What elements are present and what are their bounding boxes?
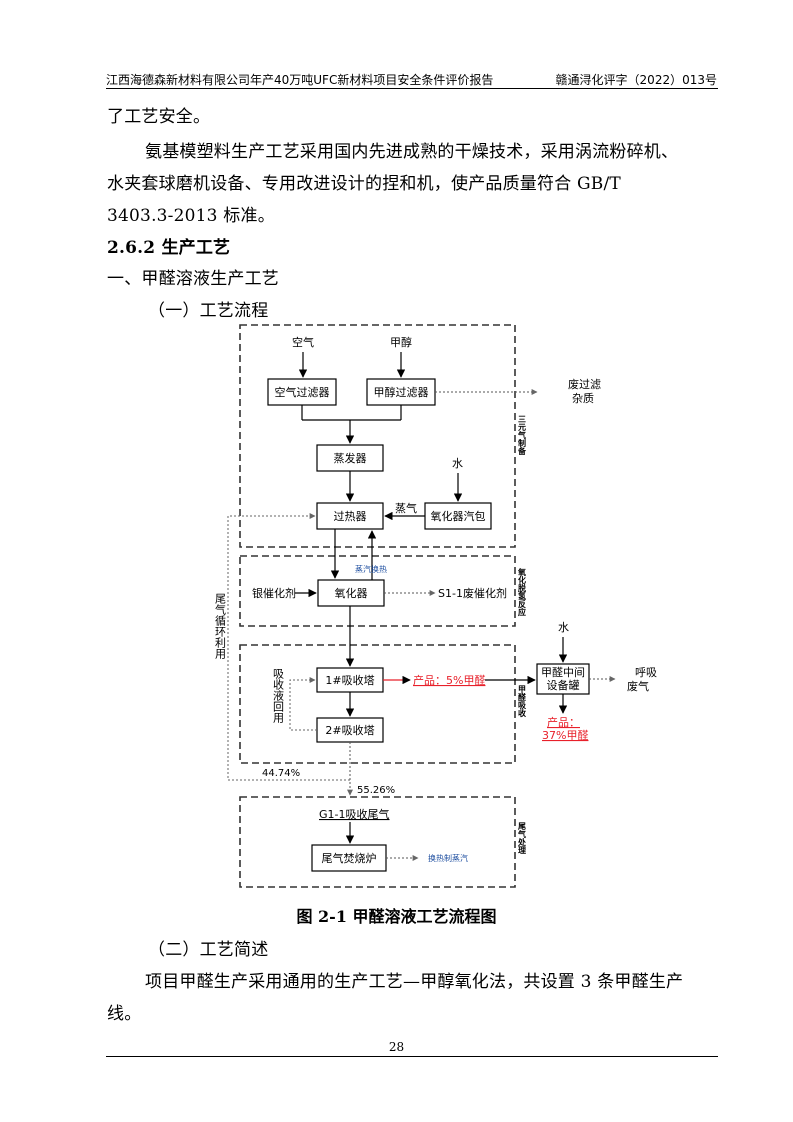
waste-impurity-label-2: 杂质 [572, 392, 594, 405]
subheading-3: （二）工艺简述 [148, 940, 269, 960]
tail-gas-label: G1-1吸收尾气 [319, 807, 390, 821]
body-line-1: 了工艺安全。 [107, 107, 211, 127]
mid-tank-label-1: 甲醛中间 [541, 665, 585, 679]
absorb-recycle-label: 吸收液回用 [272, 668, 285, 724]
subheading-1: 一、甲醛溶液生产工艺 [107, 269, 279, 289]
input-air: 空气 [292, 335, 314, 349]
header-doc-number: 赣通浔化评字（2022）013号 [555, 73, 717, 87]
mid-tank-label-2: 设备罐 [547, 678, 580, 692]
breath-gas-label-2: 废气 [627, 679, 649, 693]
methanol-filter-label: 甲醇过滤器 [374, 385, 429, 399]
superheater-label: 过热器 [334, 510, 367, 523]
zone-label-3: 甲醛吸收 [517, 685, 527, 718]
body-para-1: 项目甲醛生产采用通用的生产工艺—甲醇氧化法，共设置 3 条甲醛生产 [145, 972, 684, 992]
header-title: 江西海德森新材料有限公司年产40万吨UFC新材料项目安全条件评价报告 [106, 73, 494, 87]
figure-caption: 图 2-1 甲醛溶液工艺流程图 [296, 907, 497, 926]
zone-box-2 [239, 555, 516, 627]
zone-box-4 [239, 796, 516, 888]
steam-heat-label: 蒸汽换热 [355, 564, 387, 574]
page-number: 28 [388, 1040, 405, 1054]
zone-box-3 [239, 644, 516, 764]
tower2-label: 2#吸收塔 [325, 723, 374, 737]
breath-gas-label-1: 呼吸 [635, 666, 657, 679]
evaporator-label: 蒸发器 [334, 451, 367, 465]
zone-label-2: 氧化脱氢反应 [518, 567, 527, 617]
tower1-label: 1#吸收塔 [325, 673, 374, 687]
steam-label: 蒸气 [395, 501, 417, 515]
silver-catalyst-label: 银催化剂 [252, 586, 296, 600]
waste-impurity-label-1: 废过滤 [568, 377, 601, 391]
input-water-2: 水 [558, 621, 569, 634]
air-filter-box [267, 378, 337, 406]
body-line-3: 水夹套球磨机设备、专用改进设计的捏和机，使产品质量符合 GB/T [107, 174, 621, 194]
waste-catalyst-label: S1-1废催化剂 [438, 586, 507, 600]
input-water-1: 水 [452, 457, 463, 470]
pct-tail-label: 55.26% [357, 785, 395, 796]
product-37pct-label-2: 37%甲醛 [542, 728, 588, 742]
product-5pct-label: 产品：5%甲醛 [413, 673, 485, 687]
oxidizer-drum-box [424, 502, 492, 530]
superheater-box [316, 502, 384, 530]
process-flow-diagram: 三元气制备 氧化脱氢反应 甲醛吸收 尾气处理 空气 甲醇 空气过滤器 甲醇过滤器… [214, 324, 657, 888]
body-para-2: 线。 [107, 1004, 142, 1024]
oxidizer-label: 氧化器 [335, 586, 368, 600]
air-filter-label: 空气过滤器 [275, 385, 330, 399]
footer-rule [106, 1056, 718, 1057]
evaporator-box [316, 444, 384, 472]
body-line-2: 氨基模塑料生产工艺采用国内先进成熟的干燥技术，采用涡流粉碎机、 [145, 142, 679, 162]
subheading-2: （一）工艺流程 [148, 301, 269, 321]
zone-box-1 [239, 324, 516, 548]
tail-recycle-label: 尾气循环利用 [214, 593, 227, 660]
section-heading: 2.6.2 生产工艺 [107, 238, 231, 258]
zone-label-1: 三元气制备 [517, 415, 527, 456]
pct-recycle-label: 44.74% [262, 768, 300, 779]
product-37pct-label-1: 产品： [547, 715, 580, 729]
input-methanol: 甲醇 [390, 335, 412, 349]
oxidizer-drum-label: 氧化器汽包 [431, 509, 486, 523]
body-line-4: 3403.3-2013 标准。 [107, 206, 275, 226]
zone-label-4: 尾气处理 [517, 822, 527, 855]
steam-out-label: 换热制蒸汽 [428, 853, 468, 863]
header-rule [106, 88, 718, 89]
tower2-box [316, 717, 384, 743]
incinerator-label: 尾气焚烧炉 [322, 851, 377, 865]
